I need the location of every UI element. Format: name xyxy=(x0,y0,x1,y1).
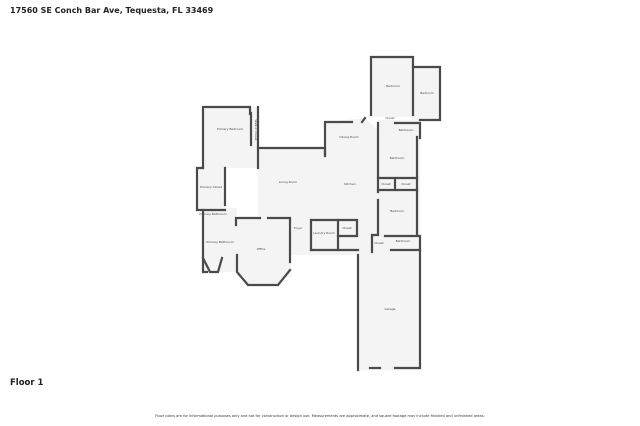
room-label: Foyer xyxy=(294,226,303,230)
room-label: Bathroom xyxy=(399,128,414,132)
room-label: Dining Room xyxy=(339,135,358,139)
room-label: Primary Bedroom xyxy=(217,127,243,131)
room-label: Office xyxy=(257,247,266,251)
room-label: Primary Closet xyxy=(200,185,223,189)
room-label: Closet xyxy=(374,241,384,245)
room-label: Laundry Room xyxy=(313,231,335,235)
room-label: Primary Bathroom xyxy=(199,212,226,216)
floor-label: Floor 1 xyxy=(10,378,44,388)
address-title: 17560 SE Conch Bar Ave, Tequesta, FL 334… xyxy=(10,6,214,15)
room-label: Bathroom xyxy=(390,156,405,160)
room-label: Kitchen xyxy=(344,182,355,186)
room-labels: Primary Bedroom Walk-in Closet Primary C… xyxy=(199,84,433,311)
room-label: Garage xyxy=(385,307,396,311)
room-label: Bathroom xyxy=(396,239,411,243)
room-label: Bedroom xyxy=(390,209,404,213)
room-label: Closet xyxy=(385,116,395,120)
walls xyxy=(195,55,442,372)
room-label: Closet xyxy=(401,182,411,186)
room-label: Living Room xyxy=(279,180,297,184)
room-label: Bedroom xyxy=(386,84,400,88)
room-label: Closet xyxy=(381,182,391,186)
room-fills xyxy=(197,57,440,370)
room-label: Walk-in Closet xyxy=(254,119,258,141)
room-label: Bedroom xyxy=(420,91,434,95)
room-label: Closet xyxy=(342,226,352,230)
disclaimer: Floor plans are for informational purpos… xyxy=(155,414,485,418)
room-label: Primary Bathroom xyxy=(206,240,233,244)
